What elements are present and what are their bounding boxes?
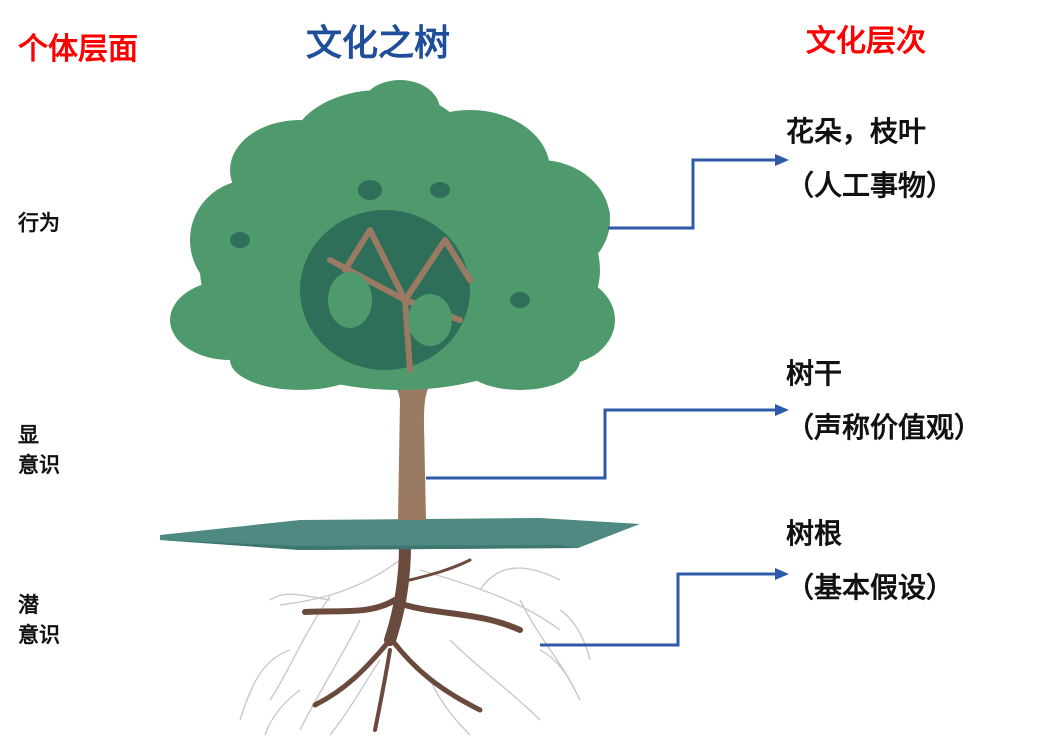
arrow-foliage	[608, 158, 775, 230]
layer-trunk-subtitle: （声称价值观）	[786, 411, 983, 444]
fine-roots	[239, 559, 591, 736]
subconscious-label: 潜 意识	[18, 590, 60, 650]
conscious-label: 显 意识	[18, 420, 60, 480]
layer-trunk-title: 树干	[786, 357, 843, 390]
subconscious-label-line1: 潜	[18, 593, 39, 617]
arrow-roots	[540, 572, 775, 647]
layer-roots-title: 树根	[786, 517, 843, 550]
layer-flowers-title: 花朵，枝叶	[786, 115, 927, 148]
arrowhead-foliage	[775, 154, 789, 166]
layer-flowers-subtitle: （人工事物）	[786, 169, 955, 202]
conscious-label-line1: 显	[18, 423, 39, 447]
individual-level-heading: 个体层面	[18, 32, 138, 67]
tree-trunk	[375, 362, 452, 520]
connector-arrows	[426, 158, 775, 647]
main-roots	[302, 539, 523, 732]
ground-slab	[160, 518, 640, 550]
tree-inner-canopy	[230, 180, 530, 373]
culture-tree-title: 文化之树	[306, 23, 451, 64]
conscious-label-line2: 意识	[18, 453, 60, 477]
subconscious-label-line2: 意识	[18, 623, 60, 647]
behavior-label: 行为	[18, 211, 60, 235]
culture-level-heading: 文化层次	[806, 24, 926, 59]
arrowhead-roots	[775, 568, 789, 580]
arrow-trunk	[426, 408, 775, 480]
arrowhead-trunk	[775, 404, 789, 416]
layer-roots-subtitle: （基本假设）	[786, 571, 955, 604]
